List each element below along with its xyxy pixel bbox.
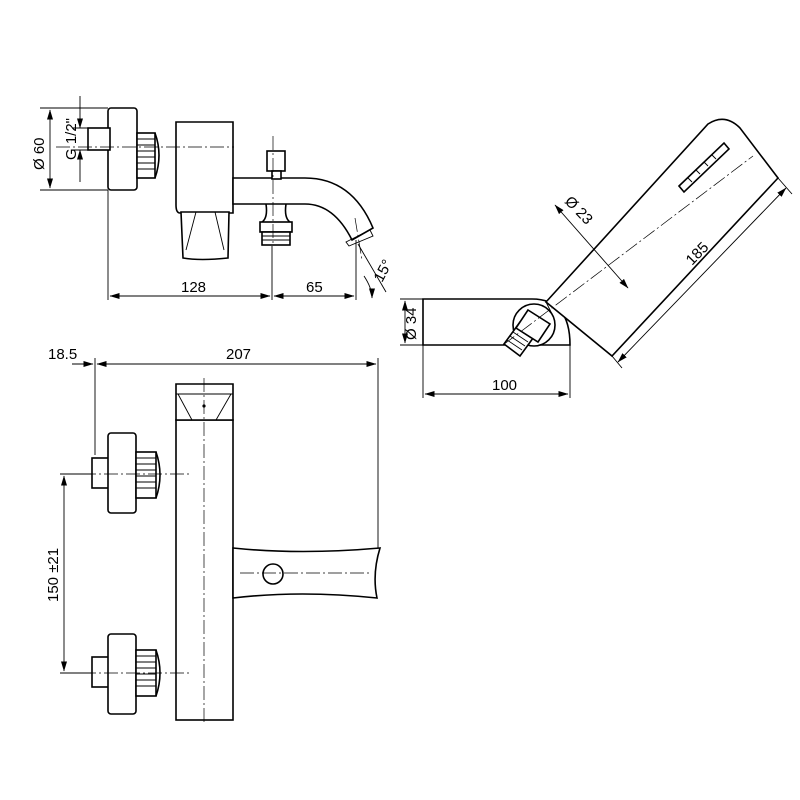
side-inlet-stub xyxy=(87,127,111,151)
dim-spout-reach: 65 xyxy=(306,279,323,296)
side-connection-nut xyxy=(136,132,160,179)
side-hose-outlet xyxy=(259,203,293,246)
front-mixer-body xyxy=(175,419,234,721)
hand-shower-view: Ø 34 100 Ø 23 185 xyxy=(400,118,793,398)
dim-shower-diameter: Ø 23 xyxy=(561,193,596,228)
shower-handle xyxy=(544,118,780,358)
dim-escutcheon-offset: 18.5 xyxy=(48,346,77,363)
dim-holder-projection: 100 xyxy=(492,377,517,394)
side-wall-escutcheon xyxy=(107,107,138,191)
dim-inlet-spacing: 150 ±21 xyxy=(45,548,62,602)
front-view: 18.5 207 150 ±21 xyxy=(45,346,382,724)
front-mixer-handle xyxy=(175,383,234,421)
dim-connection-diameter: Ø 60 xyxy=(31,137,48,170)
dim-total-height: 207 xyxy=(226,346,251,363)
front-lower-inlet xyxy=(91,633,161,715)
front-upper-inlet xyxy=(91,432,161,514)
side-spout xyxy=(232,177,375,242)
side-diverter-knob xyxy=(266,150,286,180)
dim-holder-diameter: Ø 34 xyxy=(403,307,420,340)
front-diverter-knob xyxy=(262,563,284,585)
dim-thread-size: G 1/2" xyxy=(63,118,80,160)
dim-spout-angle: 15° xyxy=(371,257,397,285)
shower-nut xyxy=(514,308,552,344)
dim-body-length: 128 xyxy=(181,279,206,296)
side-mixer-body xyxy=(175,121,234,214)
side-view: Ø 60 G 1/2" 128 65 15° xyxy=(31,96,396,300)
side-mixer-handle xyxy=(180,211,230,261)
